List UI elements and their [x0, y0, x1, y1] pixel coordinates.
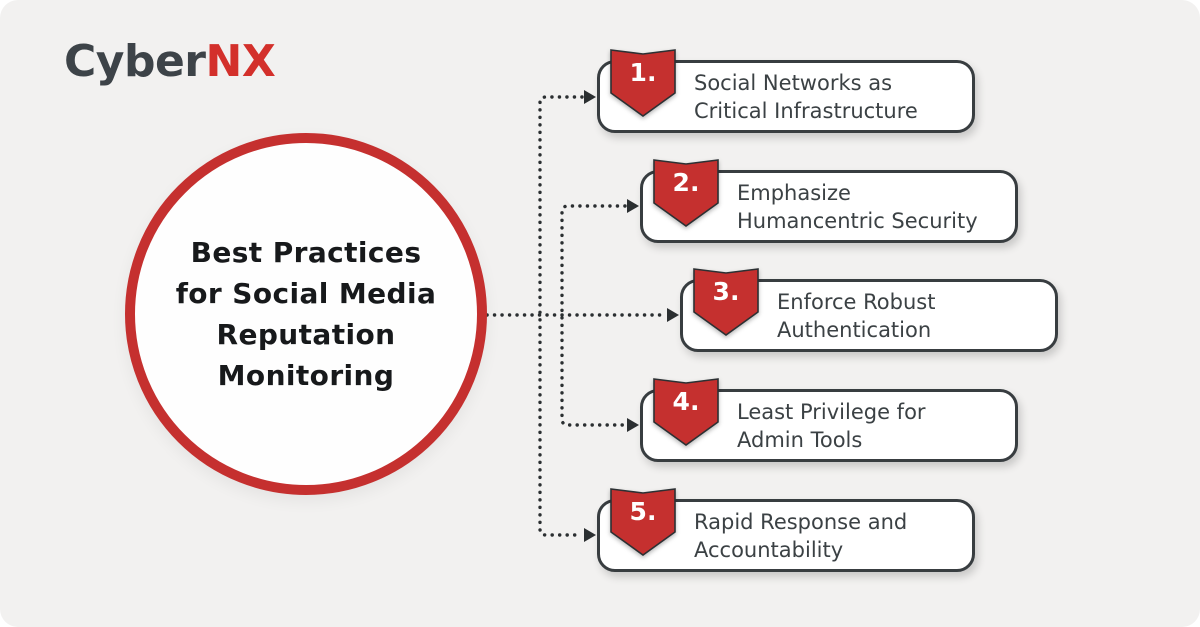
item-text-line-2: Accountability — [694, 537, 844, 562]
item-text-line-2: Admin Tools — [737, 427, 863, 452]
ribbon-icon — [693, 268, 759, 336]
arrow-icon-item2 — [627, 199, 639, 213]
item-text-line-1: Social Networks as — [694, 70, 893, 95]
arrow-icon-item4 — [627, 418, 639, 432]
item-card-2: 2. Emphasize Humancentric Security — [640, 159, 1018, 243]
item-text-line-2: Critical Infrastructure — [694, 98, 918, 123]
arrow-icon-item1 — [584, 90, 596, 104]
ribbon-icon — [610, 488, 676, 556]
ribbon-icon — [653, 159, 719, 227]
ribbon-badge-4: 4. — [653, 377, 719, 447]
badge-number-2: 2. — [672, 168, 700, 197]
connector-branch-outer — [538, 95, 584, 537]
ribbon-badge-1: 1. — [610, 48, 676, 118]
ribbon-badge-5: 5. — [610, 487, 676, 557]
item-card-4: 4. Least Privilege for Admin Tools — [640, 378, 1018, 462]
cybernx-logo: CyberNX — [64, 36, 276, 87]
ribbon-icon — [653, 378, 719, 446]
hub-title-line-2: for Social Media — [175, 277, 437, 310]
badge-number-3: 3. — [712, 277, 740, 306]
logo-text-nx: NX — [205, 36, 276, 87]
hub-circle: Best Practices for Social Media Reputati… — [125, 133, 487, 495]
item-text-line-1: Emphasize — [737, 180, 851, 205]
hub-title-line-4: Monitoring — [217, 359, 395, 392]
logo-text-cyber: Cyber — [64, 36, 206, 87]
ribbon-icon — [610, 49, 676, 117]
ribbon-badge-3: 3. — [693, 267, 759, 337]
item-card-5: 5. Rapid Response and Accountability — [597, 488, 975, 572]
ribbon-badge-2: 2. — [653, 158, 719, 228]
badge-number-5: 5. — [629, 497, 657, 526]
item-text-line-2: Humancentric Security — [737, 208, 978, 233]
arrow-icon-item3 — [667, 308, 679, 322]
item-text-line-2: Authentication — [777, 317, 932, 342]
item-card-1: 1. Social Networks as Critical Infrastru… — [597, 49, 975, 133]
item-card-3: 3. Enforce Robust Authentication — [680, 268, 1058, 352]
hub-title-line-3: Reputation — [216, 318, 396, 351]
connector-branch-inner — [560, 204, 627, 427]
badge-number-4: 4. — [672, 387, 700, 416]
badge-number-1: 1. — [629, 58, 657, 87]
arrow-icon-item5 — [584, 528, 596, 542]
item-text-line-1: Least Privilege for — [737, 399, 926, 424]
item-text-line-1: Enforce Robust — [777, 289, 936, 314]
item-text-line-1: Rapid Response and — [694, 509, 908, 534]
hub-title-line-1: Best Practices — [190, 236, 422, 269]
